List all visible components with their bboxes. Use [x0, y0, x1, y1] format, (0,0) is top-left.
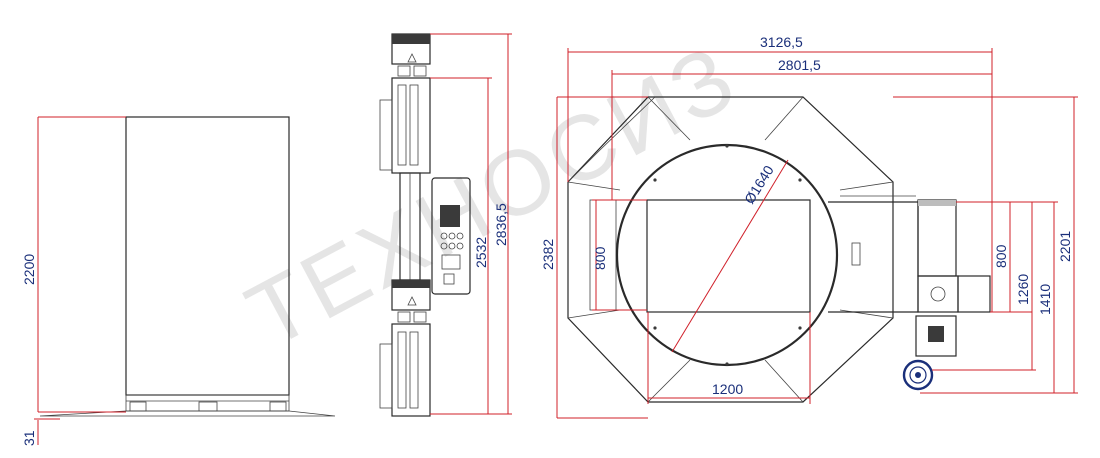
label-2201: 2201 [1057, 231, 1073, 262]
watermark-text: ТЕХНОСИЗ [232, 25, 754, 367]
dim-pallet-height: 2200 31 [21, 116, 126, 446]
gearbox [917, 275, 959, 313]
label-1410: 1410 [1037, 284, 1053, 315]
label-2532: 2532 [473, 237, 489, 268]
dim-mast: 2532 2836,5 [430, 33, 512, 415]
label-2801-5: 2801,5 [778, 57, 821, 73]
motor-end [957, 275, 991, 313]
wheel-bracket [915, 315, 957, 357]
label-800-left: 800 [592, 246, 608, 270]
wheel [902, 359, 934, 391]
pallet-load [39, 116, 336, 417]
pallet-base [125, 394, 290, 412]
mast [379, 33, 471, 417]
pallet-footprint [646, 199, 811, 313]
floor-plate [39, 410, 336, 417]
turntable [615, 143, 861, 367]
arm-body [828, 201, 919, 313]
label-800-right: 800 [993, 244, 1009, 268]
control-panel [431, 177, 471, 295]
label-2836-5: 2836,5 [493, 203, 509, 246]
label-3126-5: 3126,5 [760, 34, 803, 50]
pallet-load-box [125, 116, 290, 396]
label-2200: 2200 [21, 254, 37, 285]
drive-arm [828, 195, 991, 391]
turntable-disc [615, 143, 839, 367]
watermark: ТЕХНОСИЗ [232, 25, 754, 367]
diameter-line [671, 159, 789, 353]
motor-housing [917, 199, 957, 277]
control-display [440, 205, 460, 227]
label-1200: 1200 [712, 381, 743, 397]
label-1260: 1260 [1015, 274, 1031, 305]
label-2382: 2382 [540, 239, 556, 270]
label-31: 31 [21, 430, 37, 446]
